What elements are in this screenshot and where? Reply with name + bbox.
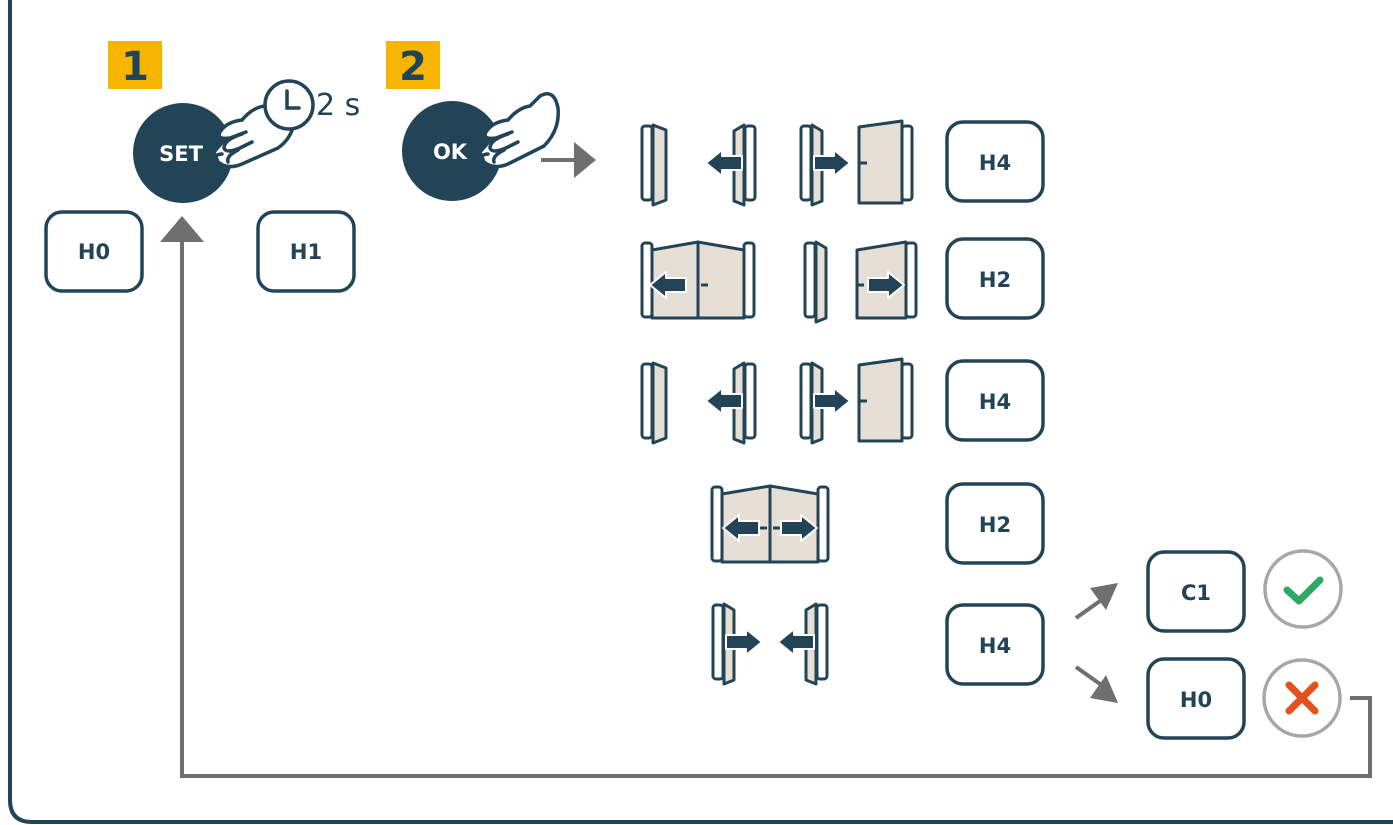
hold-duration: 2 s bbox=[316, 88, 360, 123]
gate-closed-leaf bbox=[640, 123, 668, 207]
step-2-badge bbox=[386, 41, 440, 89]
svg-text:H4: H4 bbox=[979, 634, 1011, 658]
step-2: 2 OK bbox=[386, 41, 596, 201]
gate-double-closed-left bbox=[640, 240, 756, 320]
ok-button-label: OK bbox=[433, 140, 468, 164]
code-box-row1: H4 bbox=[945, 120, 1045, 203]
code-box-h0-failure: H0 bbox=[1146, 657, 1246, 740]
svg-text:H4: H4 bbox=[979, 390, 1011, 414]
gate-row-2 bbox=[640, 240, 918, 322]
flow-loop-back-to-set bbox=[180, 238, 1372, 778]
gate-row-1 bbox=[640, 119, 914, 207]
panel-frame bbox=[8, 0, 1393, 824]
flow-loop-head bbox=[160, 216, 204, 242]
svg-text:H2: H2 bbox=[979, 513, 1011, 537]
svg-text:H1: H1 bbox=[290, 240, 322, 264]
gate-leaf-right-arrow bbox=[855, 240, 918, 320]
gate-open-leaf bbox=[805, 242, 826, 322]
flow-arrow-success bbox=[1074, 599, 1102, 620]
cross-icon bbox=[1262, 658, 1342, 738]
clock-icon bbox=[263, 79, 315, 131]
code-box-row4: H2 bbox=[945, 482, 1045, 565]
svg-text:H0: H0 bbox=[78, 240, 110, 264]
step-1: 1 SET 2 s bbox=[108, 41, 360, 203]
code-box-row2: H2 bbox=[945, 237, 1045, 320]
gate-row-3 bbox=[640, 357, 914, 445]
svg-text:H2: H2 bbox=[979, 268, 1011, 292]
code-box-h0-initial: H0 bbox=[44, 210, 144, 293]
step-1-badge bbox=[108, 41, 162, 89]
gate-leaf-move-left bbox=[705, 125, 755, 205]
code-box-h1-initial: H1 bbox=[256, 210, 356, 293]
gate-row-5 bbox=[713, 604, 827, 684]
step-1-number: 1 bbox=[121, 44, 149, 90]
flow-arrow-failure bbox=[1074, 665, 1102, 686]
check-icon bbox=[1263, 549, 1343, 629]
set-button-label: SET bbox=[159, 142, 203, 166]
gate-panel-closed bbox=[857, 119, 914, 205]
set-button[interactable] bbox=[133, 103, 233, 203]
pointing-hand-icon bbox=[476, 92, 560, 169]
code-box-c1-success: C1 bbox=[1146, 550, 1246, 633]
flow-arrow-head bbox=[574, 142, 596, 178]
svg-text:C1: C1 bbox=[1181, 581, 1211, 605]
gate-leaf-move-right bbox=[801, 125, 851, 205]
svg-text:H0: H0 bbox=[1180, 688, 1212, 712]
step-2-number: 2 bbox=[399, 44, 427, 90]
ok-button[interactable] bbox=[402, 101, 502, 201]
code-box-row3: H4 bbox=[945, 359, 1045, 442]
code-box-row5: H4 bbox=[945, 603, 1045, 686]
gate-row-4 bbox=[710, 484, 830, 564]
svg-text:H4: H4 bbox=[979, 151, 1011, 175]
